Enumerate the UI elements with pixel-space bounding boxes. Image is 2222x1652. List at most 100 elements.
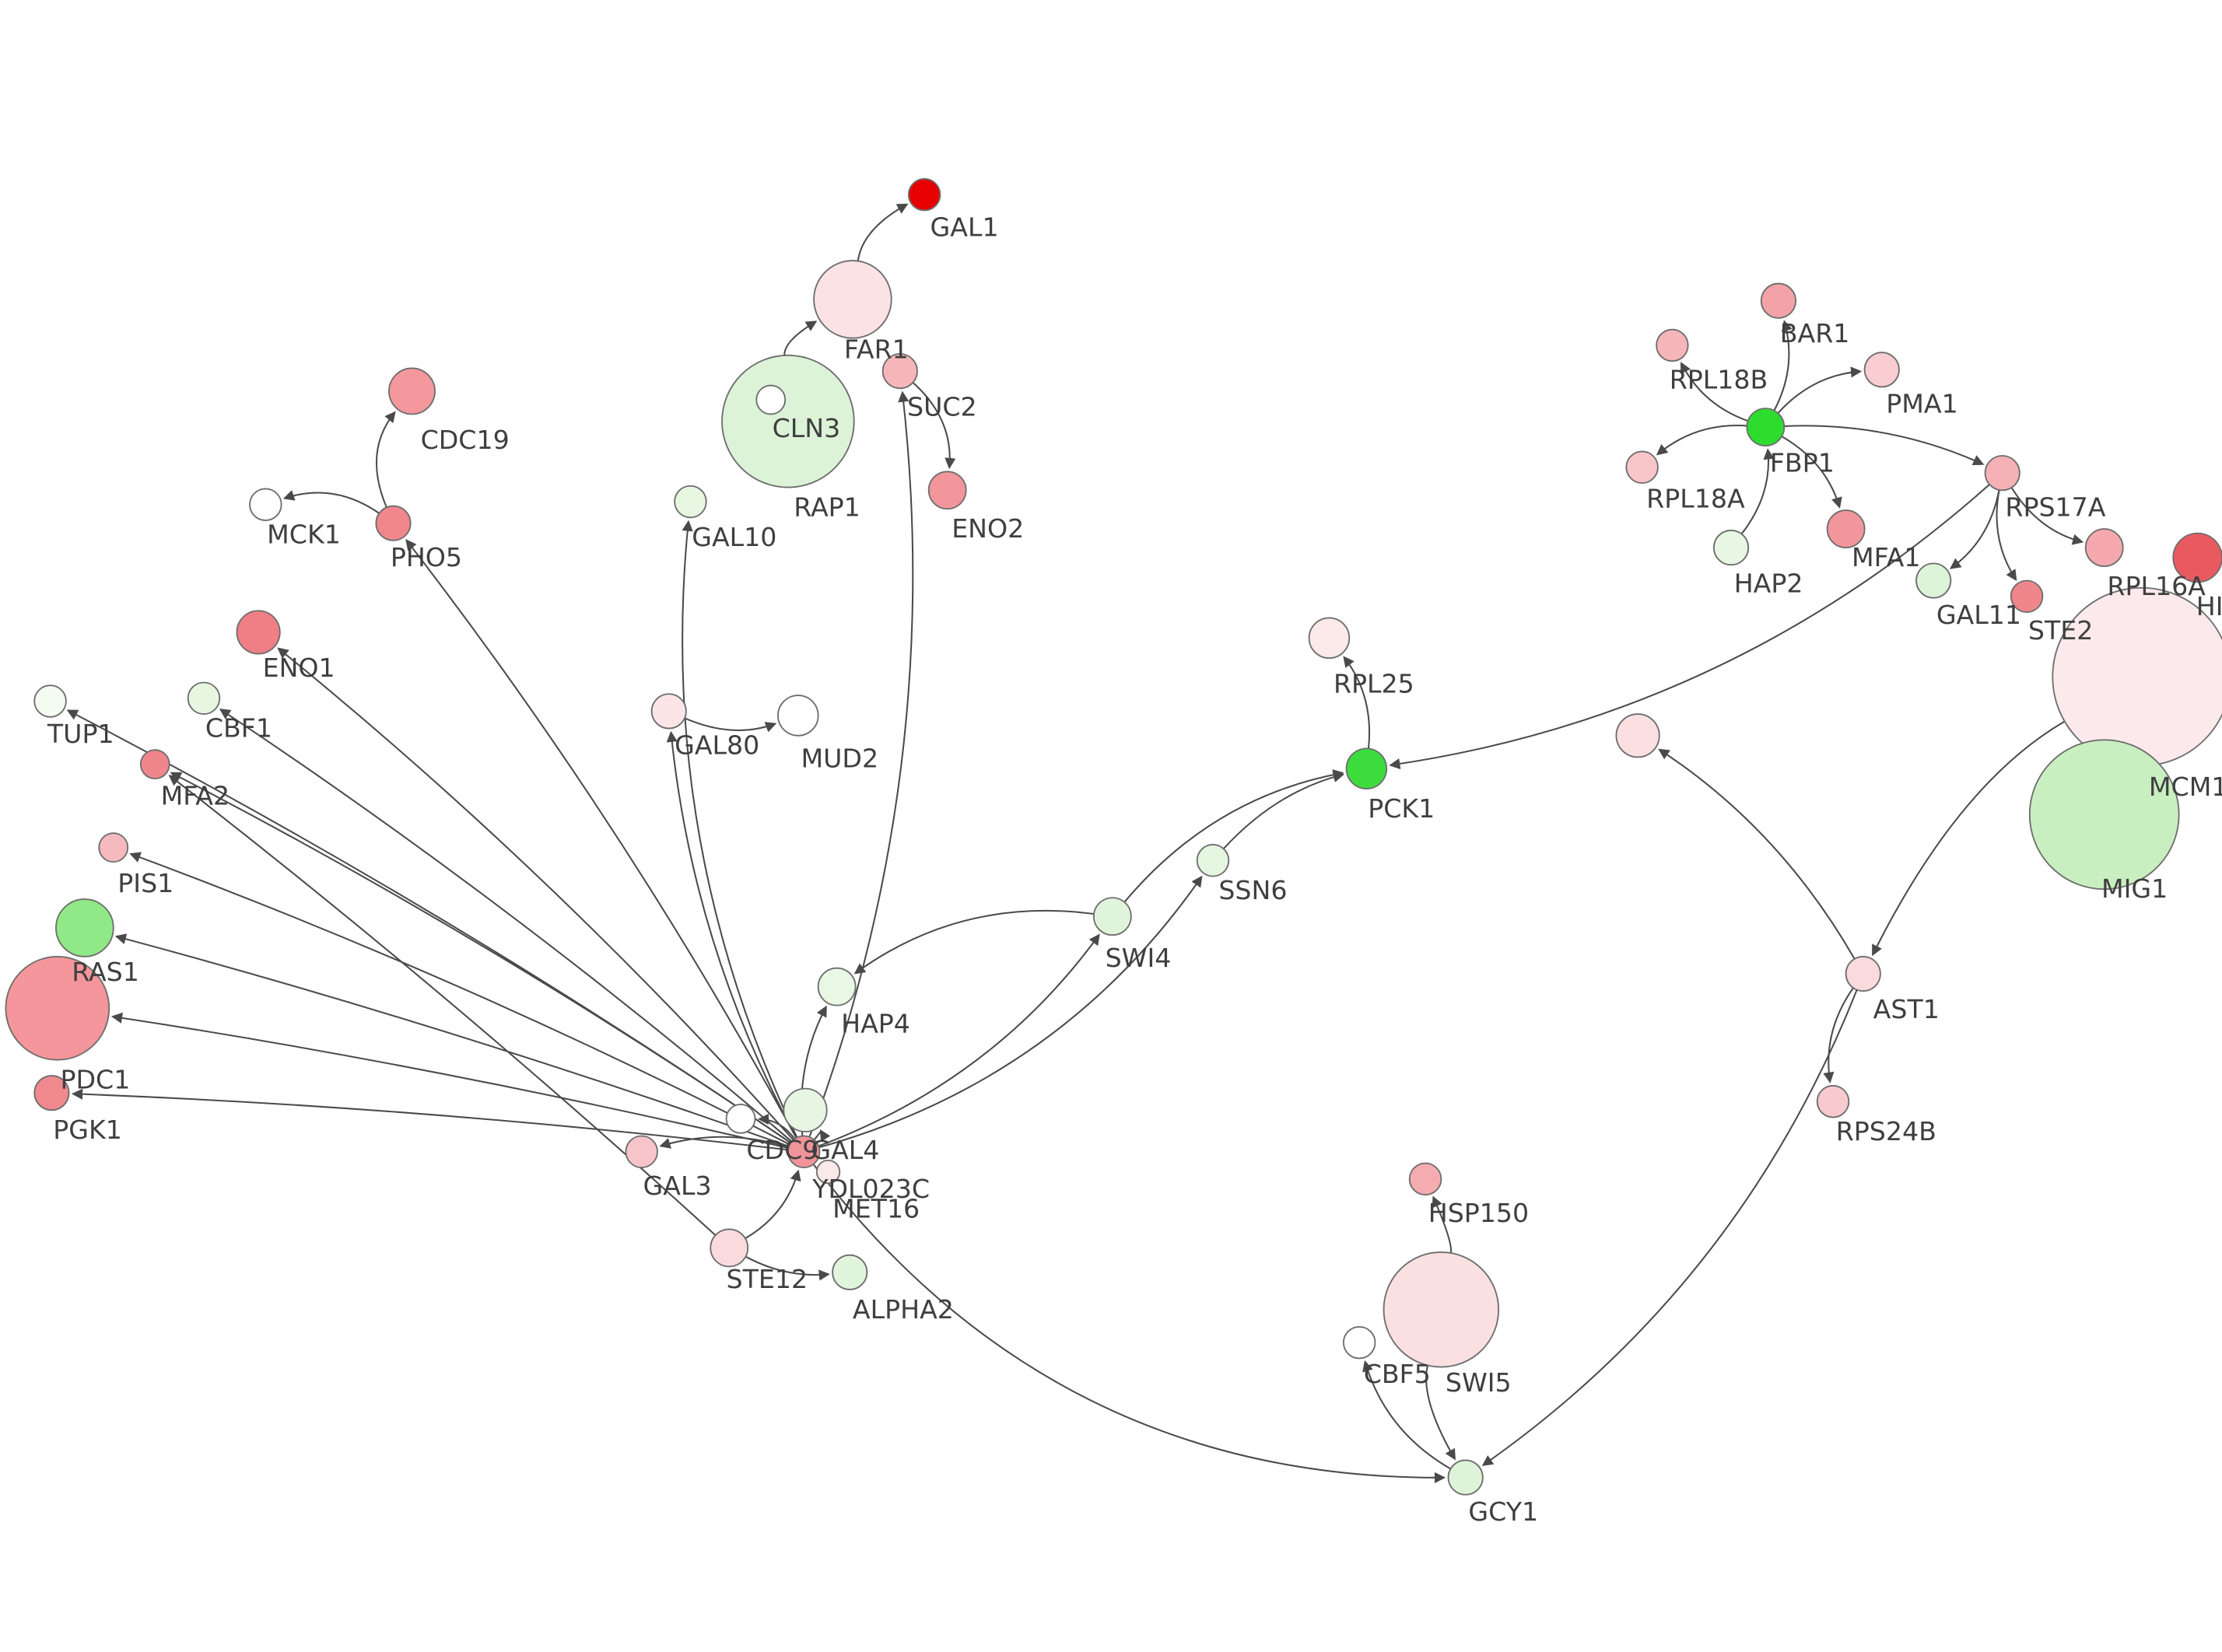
node-swi4[interactable] (1092, 897, 1132, 936)
node-gal80[interactable] (650, 693, 687, 730)
node-tup1[interactable] (33, 684, 67, 718)
edge-pho5-cdc19[interactable] (375, 411, 396, 508)
edge-far1-gal1[interactable] (857, 203, 909, 261)
edge-gal4-ssn6[interactable] (818, 875, 1203, 1149)
node-pma1[interactable] (1863, 352, 1900, 388)
node-mud2[interactable] (777, 695, 819, 737)
edge-gal4-pis1[interactable] (129, 852, 790, 1146)
node-mcm1[interactable] (2052, 586, 2222, 767)
node-cbf1[interactable] (187, 681, 221, 716)
node-hsp150[interactable] (1408, 1162, 1442, 1196)
edge-swi4-pck1[interactable] (1123, 769, 1344, 903)
edge-gal4-met16[interactable] (813, 1129, 831, 1142)
edge-gal4-cbf1[interactable] (219, 709, 793, 1143)
edge-gcy1-cbf5[interactable] (1362, 1360, 1452, 1470)
node-alpha2[interactable] (832, 1254, 868, 1290)
edge-fbp1-rps17a[interactable] (1784, 425, 1985, 466)
edge-ast1-rps24b[interactable] (1823, 987, 1854, 1083)
edge-ast1-unnamed[interactable] (1658, 748, 1856, 960)
edge-gal4-gal3[interactable] (659, 1136, 790, 1149)
node-mck1[interactable] (249, 488, 282, 521)
edge-ste12-alpha2[interactable] (745, 1255, 830, 1281)
edge-rps17a-rpl16a[interactable] (2010, 487, 2084, 545)
edge-fbp1-bar1[interactable] (1773, 320, 1793, 411)
edge-gal4-gal10[interactable] (682, 520, 798, 1138)
node-pis1[interactable] (98, 832, 129, 863)
node-rap1[interactable] (755, 384, 787, 415)
edge-ssn6-pck1[interactable] (1222, 772, 1345, 850)
node-gcy1[interactable] (1447, 1459, 1484, 1496)
node-gal11[interactable] (1915, 562, 1952, 599)
node-ast1[interactable] (1845, 955, 1881, 992)
node-mfa1[interactable] (1826, 509, 1866, 548)
node-ste12[interactable] (710, 1228, 749, 1268)
node-cln3[interactable] (721, 354, 855, 488)
edge-ste12-gal4[interactable] (745, 1169, 801, 1240)
edge-gal4-mfa2[interactable] (170, 772, 791, 1144)
node-rps17a[interactable] (1984, 455, 2020, 492)
edge-swi5-hsp150[interactable] (1432, 1195, 1453, 1254)
node-rps24b[interactable] (1816, 1085, 1850, 1118)
edge-gal4-cdc9[interactable] (757, 1113, 796, 1139)
node-eno1[interactable] (236, 610, 281, 655)
edge-gal4-pho5[interactable] (405, 538, 797, 1139)
node-gal3[interactable] (625, 1135, 658, 1169)
edge-rps17a-gal11[interactable] (1949, 489, 2000, 569)
edge-fbp1-mfa1[interactable] (1781, 436, 1842, 509)
node-ydl023c[interactable] (815, 1159, 841, 1185)
node-gal10[interactable] (674, 485, 707, 519)
edge-fbp1-pma1[interactable] (1777, 366, 1863, 414)
node-cbf5[interactable] (1342, 1325, 1376, 1360)
node-pgk1[interactable] (33, 1075, 70, 1111)
edge-hap2-fbp1[interactable] (1740, 448, 1775, 535)
node-eno2[interactable] (927, 471, 967, 510)
node-mfa2[interactable] (139, 749, 170, 780)
edge-gal4-pdc1[interactable] (110, 1012, 789, 1150)
node-swi5[interactable] (1383, 1251, 1500, 1368)
node-met16[interactable] (783, 1087, 828, 1132)
node-gal1[interactable] (907, 178, 941, 212)
node-rpl16a[interactable] (2084, 528, 2124, 567)
node-hap4[interactable] (817, 967, 857, 1006)
edge-rps17a-ste2[interactable] (1996, 489, 2017, 582)
edge-ste12-mfa2[interactable] (168, 775, 717, 1236)
edge-gal4-eno1[interactable] (277, 647, 794, 1141)
node-cdc19[interactable] (388, 367, 436, 415)
node-mig1[interactable] (2028, 739, 2180, 891)
node-hap2[interactable] (1712, 530, 1750, 566)
node-pck1[interactable] (1345, 747, 1388, 789)
edge-gal80-mud2[interactable] (684, 717, 777, 733)
edge-pho5-mck1[interactable] (282, 490, 380, 514)
edge-cln3-far1[interactable] (783, 320, 818, 356)
edge-gal4-suc2[interactable] (808, 390, 914, 1138)
edge-swi4-hap4[interactable] (853, 909, 1095, 975)
edge-gal4-gal80[interactable] (666, 730, 797, 1139)
edge-gal4-swi4[interactable] (818, 933, 1100, 1147)
edge-fbp1-rpl18a[interactable] (1656, 425, 1747, 456)
node-suc2[interactable] (881, 353, 918, 390)
edge-mcm1-ast1[interactable] (1872, 720, 2066, 957)
edge-ast1-gcy1[interactable] (1481, 989, 1858, 1466)
edge-gal4-ras1[interactable] (114, 933, 790, 1147)
node-ras1[interactable] (55, 898, 114, 957)
node-rpl25[interactable] (1308, 617, 1351, 660)
node-pho5[interactable] (375, 505, 412, 541)
node-cdc9[interactable] (725, 1104, 756, 1134)
node-ssn6[interactable] (1196, 844, 1230, 877)
node-bar1[interactable] (1760, 282, 1796, 319)
edge-gal4-gcy1[interactable] (812, 1164, 1446, 1483)
node-pdc1[interactable] (5, 955, 110, 1061)
node-his4[interactable] (2172, 532, 2222, 583)
node-rpl18b[interactable] (1656, 328, 1689, 362)
node-ste2[interactable] (2010, 579, 2044, 614)
edge-rps17a-pck1[interactable] (1389, 484, 1990, 770)
edge-swi5-gcy1[interactable] (1425, 1365, 1456, 1461)
edge-gal4-pgk1[interactable] (71, 1088, 789, 1151)
edge-suc2-eno2[interactable] (912, 382, 956, 470)
node-fbp1[interactable] (1746, 408, 1786, 447)
node-gal4[interactable] (787, 1135, 821, 1169)
edge-pck1-rpl25[interactable] (1343, 656, 1371, 749)
node-far1[interactable] (813, 260, 892, 339)
edge-fbp1-rpl18b[interactable] (1681, 362, 1748, 422)
node-unnamed[interactable] (1615, 713, 1660, 758)
